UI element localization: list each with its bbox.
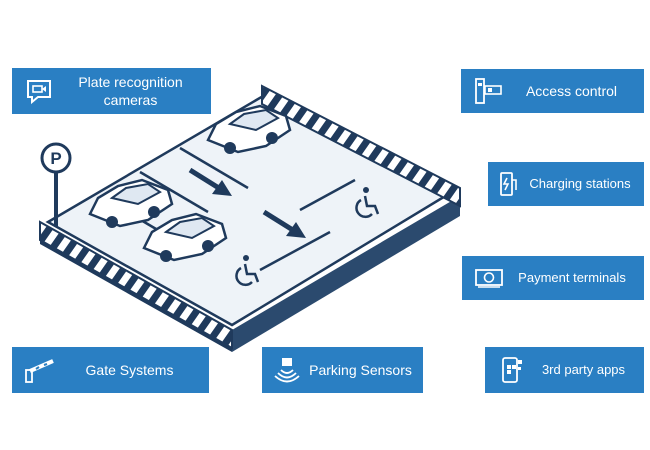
sensor-icon	[270, 355, 304, 385]
tile-third-party-apps: 3rd party apps	[485, 347, 644, 393]
tile-access-control: Access control	[461, 69, 644, 113]
tile-parking-sensors: Parking Sensors	[262, 347, 423, 393]
third-party-apps-label: 3rd party apps	[541, 362, 626, 377]
direction-arrow	[188, 167, 232, 196]
barrier-gate-icon	[22, 355, 56, 385]
plate-recognition-label-line1: Plate recognition	[78, 74, 183, 90]
car-icon	[206, 104, 292, 154]
accessible-parking-icon	[355, 187, 380, 219]
plate-recognition-label-line2: cameras	[103, 92, 158, 108]
accessible-parking-icon	[235, 255, 260, 287]
front-barrier	[39, 220, 233, 350]
phone-apps-icon	[495, 355, 529, 385]
card-reader-icon	[471, 76, 505, 106]
gate-systems-label: Gate Systems	[85, 362, 174, 378]
bay-line	[259, 230, 331, 272]
car-icon	[88, 178, 174, 228]
lot-side-right	[232, 196, 460, 352]
tile-plate-recognition: Plate recognition cameras	[12, 68, 211, 114]
bay-line	[179, 146, 249, 190]
back-barrier	[261, 84, 461, 208]
parking-sensors-label: Parking Sensors	[309, 362, 412, 378]
parking-sign-letter: P	[50, 149, 61, 168]
bay-line	[299, 178, 356, 212]
ev-charger-icon	[496, 169, 522, 199]
bay-line	[139, 170, 209, 214]
car-icon	[142, 212, 228, 262]
camera-icon	[22, 76, 56, 106]
access-control-label: Access control	[525, 83, 618, 99]
tile-gate-systems: Gate Systems	[12, 347, 209, 393]
payment-terminals-label: Payment terminals	[518, 270, 626, 285]
direction-arrow	[262, 209, 306, 238]
tile-payment-terminals: Payment terminals	[462, 256, 644, 300]
parking-sign-icon: P	[40, 142, 72, 226]
tile-charging-stations: Charging stations	[488, 162, 644, 206]
charging-stations-label: Charging stations	[529, 176, 631, 191]
banknote-icon	[472, 263, 506, 293]
